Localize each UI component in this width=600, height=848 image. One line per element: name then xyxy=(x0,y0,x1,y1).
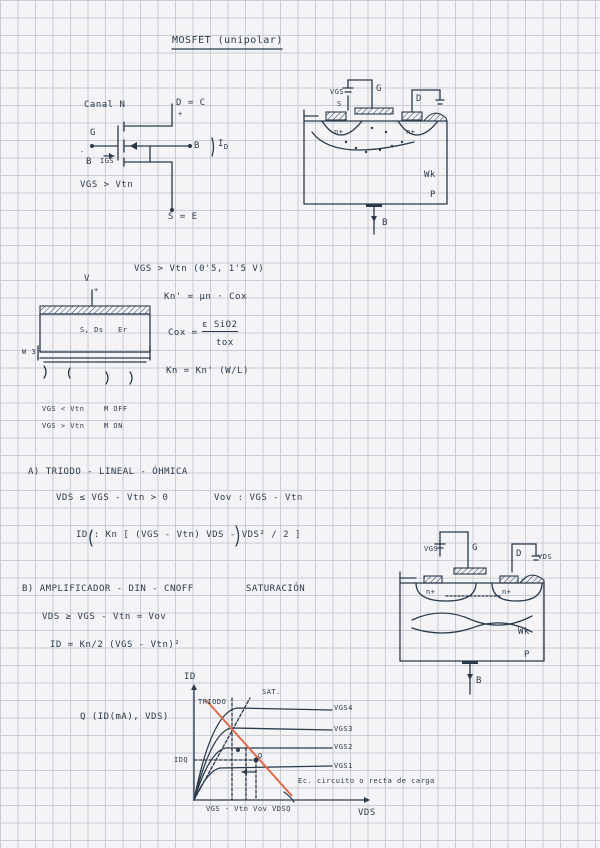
igs-label: IGS xyxy=(100,157,115,165)
n2-bottom-label: n+ xyxy=(502,588,512,596)
s-top-label: S xyxy=(337,100,342,108)
b-bottom-label: B xyxy=(476,676,482,686)
d-bottom-label: D xyxy=(516,549,522,559)
x-tick-labels: VGS - Vtn Vov VDSQ xyxy=(206,805,291,813)
channel-s-ds: S, Ds xyxy=(80,326,104,334)
n1-bottom-label: n+ xyxy=(426,588,436,596)
conduction-condition: VGS > Vtn xyxy=(80,180,134,190)
curve-vgs4 xyxy=(193,707,333,801)
channel-er: Er xyxy=(118,326,128,334)
vds-axis-label: VDS xyxy=(358,808,376,818)
wk-bottom-label: Wk xyxy=(518,627,530,637)
mosfet-symbol xyxy=(90,103,215,212)
g-bottom-label: G xyxy=(472,543,478,553)
vgs-vtn-range: VGS > Vtn (0'5, 1'5 V) xyxy=(134,264,265,274)
vov-definition: Vov : VGS - Vtn xyxy=(214,493,303,503)
n1-top-label: n+ xyxy=(334,128,344,136)
vgs-gt-vtn: VGS > Vtn xyxy=(42,422,85,430)
q-point-label: Q (ID(mA), VDS) xyxy=(80,712,169,722)
page-title: MOSFET (unipolar) xyxy=(172,35,283,46)
q-point-marker xyxy=(253,757,259,763)
idq-label: IDQ xyxy=(174,756,189,764)
gate-minus: - xyxy=(80,148,85,156)
channel-v-label: V xyxy=(84,274,90,284)
bulk-label: B xyxy=(194,141,200,151)
amplif-heading: B) AMPLIFICADOR - DIN - CNOFF xyxy=(22,584,194,594)
id-vds-graph xyxy=(191,684,370,803)
kn-eq: Kn = Kn' (W/L) xyxy=(166,366,249,376)
cox-denominator: tox xyxy=(216,338,234,348)
cross-section-top xyxy=(303,79,448,235)
drain-plus: + xyxy=(178,110,183,118)
vgs-bottom-label: VGS xyxy=(424,545,439,553)
amplif-id-equation: ID = Kn/2 (VGS - Vtn)² xyxy=(50,640,181,650)
b-top-label: B xyxy=(382,218,388,228)
gate-label: G xyxy=(90,128,96,138)
kn-prime-eq: Kn' = μn · Cox xyxy=(164,292,247,302)
curve-label-vgs3: VGS3 xyxy=(334,725,353,733)
channel-drawing xyxy=(37,289,151,385)
curve-vgs2 xyxy=(193,747,333,801)
m-on: M ON xyxy=(104,422,123,430)
p-top-label: P xyxy=(430,190,436,200)
triodo-heading: A) TRIODO - LINEAL - ÓHMICA xyxy=(28,467,188,477)
q-label: Q xyxy=(258,752,263,760)
load-line-label: Ec. circuito o recta de carga xyxy=(298,777,435,785)
curve-label-vgs2: VGS2 xyxy=(334,743,353,751)
triodo-region-label: TRIODO xyxy=(198,698,227,706)
cox-lhs: Cox = xyxy=(168,328,198,338)
g-top-label: G xyxy=(376,84,382,94)
load-line xyxy=(205,699,293,797)
n2-top-label: n+ xyxy=(406,128,416,136)
id-label: ID xyxy=(218,139,229,151)
vds-bottom-label: VDS xyxy=(538,553,553,561)
cox-numerator: ε SiO2 xyxy=(202,320,238,332)
saturacion-label: SATURACIÓN xyxy=(246,584,306,594)
bulk-arrow-label: B xyxy=(86,157,92,167)
triodo-id-equation: ID : Kn [ (VGS - Vtn) VDS - VDS² / 2 ] xyxy=(76,530,301,540)
vgs-lt-vtn: VGS < Vtn xyxy=(42,405,85,413)
source-label: S = E xyxy=(168,212,198,222)
wk-top-label: Wk xyxy=(424,170,436,180)
drain-label: D = C xyxy=(176,98,206,108)
canal-label: Canal N xyxy=(84,100,126,110)
curve-label-vgs1: VGS1 xyxy=(334,762,353,770)
triodo-condition: VDS ≤ VGS - Vtn > 0 xyxy=(56,493,169,503)
id-axis-label: ID xyxy=(184,672,196,682)
amplif-condition: VDS ≥ VGS - Vtn = Vov xyxy=(42,612,167,622)
p-bottom-label: P xyxy=(524,650,530,660)
channel-w3: W 3 xyxy=(22,348,37,356)
curve-label-vgs4: VGS4 xyxy=(334,704,353,712)
m-off: M OFF xyxy=(104,405,128,413)
channel-plus: + xyxy=(94,286,99,294)
d-top-label: D xyxy=(416,94,422,104)
vgs-top-label: VGS xyxy=(330,88,345,96)
triodo-brackets xyxy=(89,525,240,547)
cross-section-bottom xyxy=(399,531,545,695)
sat-region-label: SAT. xyxy=(262,688,281,696)
